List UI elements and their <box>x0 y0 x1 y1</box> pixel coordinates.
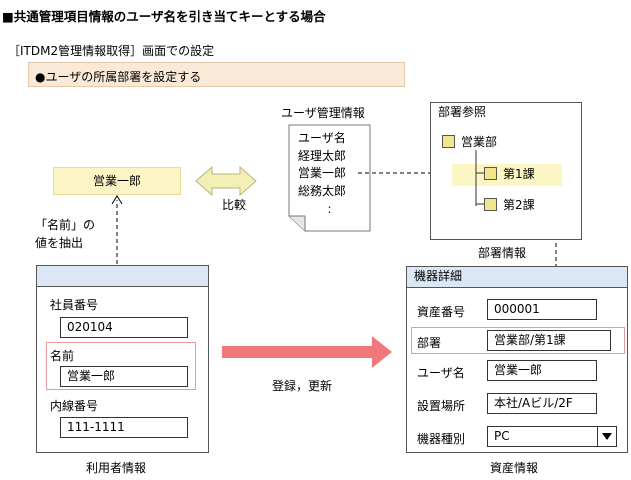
asset-panel-title: 機器詳細 <box>407 267 627 288</box>
folder-icon <box>484 167 497 180</box>
employee-number-label: 社員番号 <box>50 298 99 312</box>
asset-panel-caption: 資産情報 <box>490 461 539 475</box>
name-label: 名前 <box>50 349 75 363</box>
extension-label: 内線番号 <box>50 399 99 413</box>
asset-detail-panel: 機器詳細 資産番号 000001 部署 営業部/第1課 ユーザ名 営業一郎 設置… <box>406 266 628 453</box>
compare-double-arrow <box>195 165 257 197</box>
dept-field[interactable]: 営業部/第1課 <box>487 330 611 351</box>
device-type-label: 機器種別 <box>417 432 466 446</box>
page-title: ■共通管理項目情報のユーザ名を引き当てキーとする場合 <box>2 9 326 24</box>
register-label: 登録，更新 <box>272 379 333 393</box>
list-item: 営業一郎 <box>298 166 347 180</box>
dept-field-highlight <box>411 327 625 354</box>
screen-subtitle: ［ITDM2管理情報取得］画面での設定 <box>8 44 215 58</box>
list-item: 経理太郎 <box>298 148 347 163</box>
user-mgmt-more: ： <box>327 205 337 216</box>
tree-item-section-1[interactable]: 第1課 <box>484 165 535 182</box>
instruction-text: ●ユーザの所属部署を設定する <box>35 70 202 84</box>
user-mgmt-title: ユーザ管理情報 <box>281 106 365 120</box>
extension-field[interactable]: 111-1111 <box>60 417 188 438</box>
selected-dept-highlight <box>452 164 562 186</box>
device-type-select[interactable]: PC <box>487 426 617 447</box>
user-panel-caption: 利用者情報 <box>86 461 147 475</box>
location-field[interactable]: 本社/Aビル/2F <box>487 393 597 414</box>
user-mgmt-document <box>288 124 371 232</box>
extracted-name-box: 営業一郎 <box>53 167 181 195</box>
tree-item-section-2[interactable]: 第2課 <box>484 196 535 213</box>
user-panel-header <box>37 266 208 287</box>
employee-number-field[interactable]: 020104 <box>60 317 188 338</box>
extract-label: 「名前」の 値を抽出 <box>35 218 96 250</box>
register-arrow <box>222 336 392 368</box>
extract-arrowhead <box>111 195 123 205</box>
asset-number-label: 資産番号 <box>417 305 466 319</box>
user-mgmt-list: ユーザ名 経理太郎 営業一郎 総務太郎 <box>298 130 346 200</box>
name-field-highlight <box>46 342 196 390</box>
user-info-panel: 社員番号 020104 名前 営業一郎 内線番号 111-1111 <box>36 265 209 453</box>
dept-panel-title: 部署参照 <box>438 105 487 119</box>
compare-label: 比較 <box>222 198 247 212</box>
device-type-value: PC <box>494 429 510 443</box>
user-name-label: ユーザ名 <box>417 366 465 380</box>
dropdown-arrow-icon[interactable] <box>597 427 616 446</box>
user-name-field[interactable]: 営業一郎 <box>487 360 597 381</box>
name-field[interactable]: 営業一郎 <box>60 366 188 387</box>
dept-label: 部署 <box>417 336 442 350</box>
folder-icon <box>442 135 455 148</box>
user-mgmt-header: ユーザ名 <box>298 131 346 145</box>
dept-tree-lines <box>475 150 484 206</box>
tree-item-root[interactable]: 営業部 <box>442 133 497 150</box>
location-label: 設置場所 <box>417 399 466 413</box>
list-item: 総務太郎 <box>298 183 347 198</box>
dept-panel-caption: 部署情報 <box>478 246 527 260</box>
asset-number-field[interactable]: 000001 <box>487 299 597 320</box>
instruction-bar: ●ユーザの所属部署を設定する <box>28 62 405 87</box>
folder-icon <box>484 198 497 211</box>
